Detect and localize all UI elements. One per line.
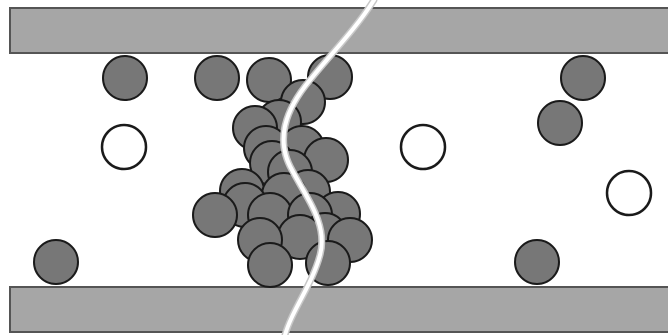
open-particle (102, 125, 146, 169)
open-particle (607, 171, 651, 215)
open-particle (401, 125, 445, 169)
filled-particle (193, 193, 237, 237)
filled-particle (195, 56, 239, 100)
filled-particle (515, 240, 559, 284)
filled-particle (538, 101, 582, 145)
filled-particle (561, 56, 605, 100)
filled-particle (248, 243, 292, 287)
bottom-plate (10, 287, 668, 332)
filled-particle (103, 56, 147, 100)
filled-particle (34, 240, 78, 284)
